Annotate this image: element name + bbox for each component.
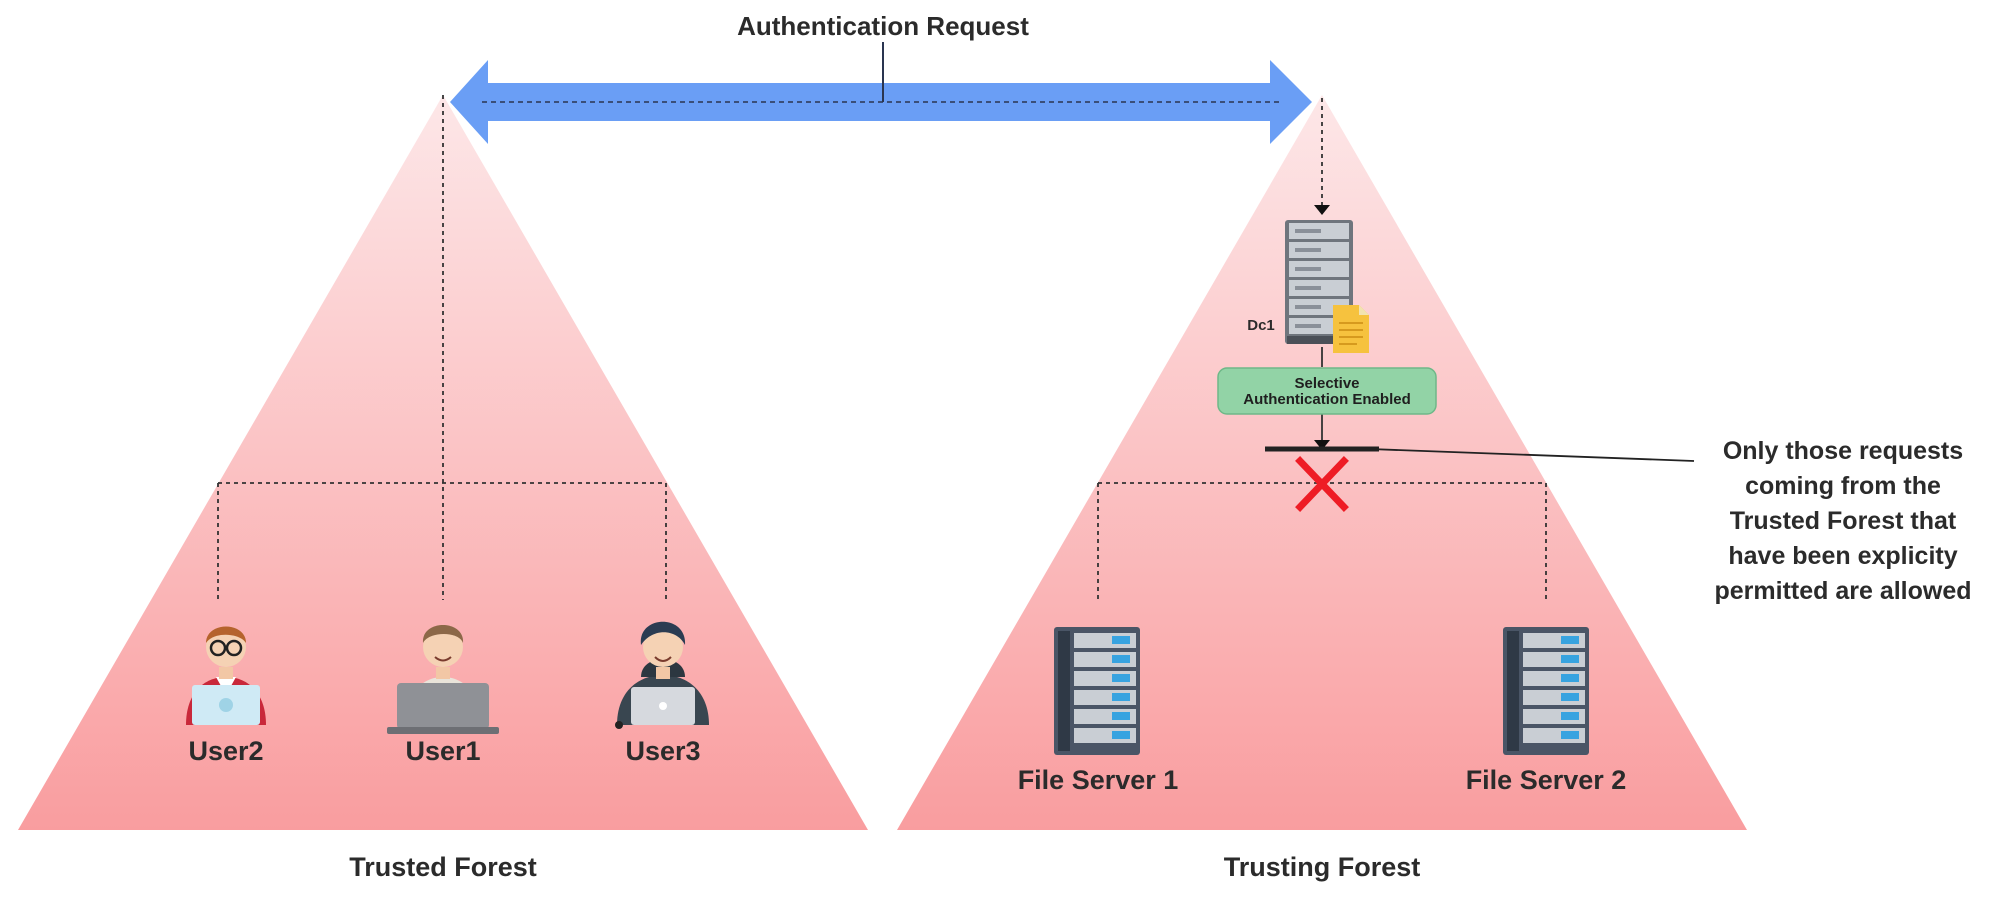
trusted-forest-connectors bbox=[217, 95, 667, 603]
user1-icon bbox=[387, 625, 499, 734]
user1-label: User1 bbox=[405, 736, 480, 766]
trusting-forest-label: Trusting Forest bbox=[1224, 852, 1421, 882]
permission-note: Only those requests coming from the Trus… bbox=[1714, 437, 1971, 605]
authentication-request-label: Authentication Request bbox=[737, 11, 1029, 41]
user3-icon bbox=[615, 621, 709, 729]
file-server-2-label: File Server 2 bbox=[1466, 765, 1627, 795]
selective-authentication-line1: Selective bbox=[1294, 375, 1359, 392]
block-x-icon bbox=[1295, 456, 1349, 512]
selective-authentication-line2: Authentication Enabled bbox=[1243, 391, 1411, 408]
note-line-3: Trusted Forest that bbox=[1730, 507, 1957, 535]
file-server-1-label: File Server 1 bbox=[1018, 765, 1179, 795]
user2-label: User2 bbox=[188, 736, 263, 766]
file-server-1-icon bbox=[1054, 627, 1140, 755]
user2-icon bbox=[186, 626, 266, 725]
note-line-4: have been explicity bbox=[1728, 542, 1957, 570]
user3-label: User3 bbox=[625, 736, 700, 766]
document-icon bbox=[1333, 305, 1369, 353]
trusted-forest-label: Trusted Forest bbox=[349, 852, 537, 882]
note-line-2: coming from the bbox=[1745, 472, 1941, 500]
file-server-2-icon bbox=[1503, 627, 1589, 755]
selective-authentication-badge: Selective Authentication Enabled bbox=[1217, 367, 1437, 415]
authentication-request-arrow bbox=[450, 42, 1312, 144]
note-line-1: Only those requests bbox=[1723, 437, 1963, 465]
dc1-label: Dc1 bbox=[1247, 317, 1275, 334]
note-line-5: permitted are allowed bbox=[1714, 577, 1971, 605]
